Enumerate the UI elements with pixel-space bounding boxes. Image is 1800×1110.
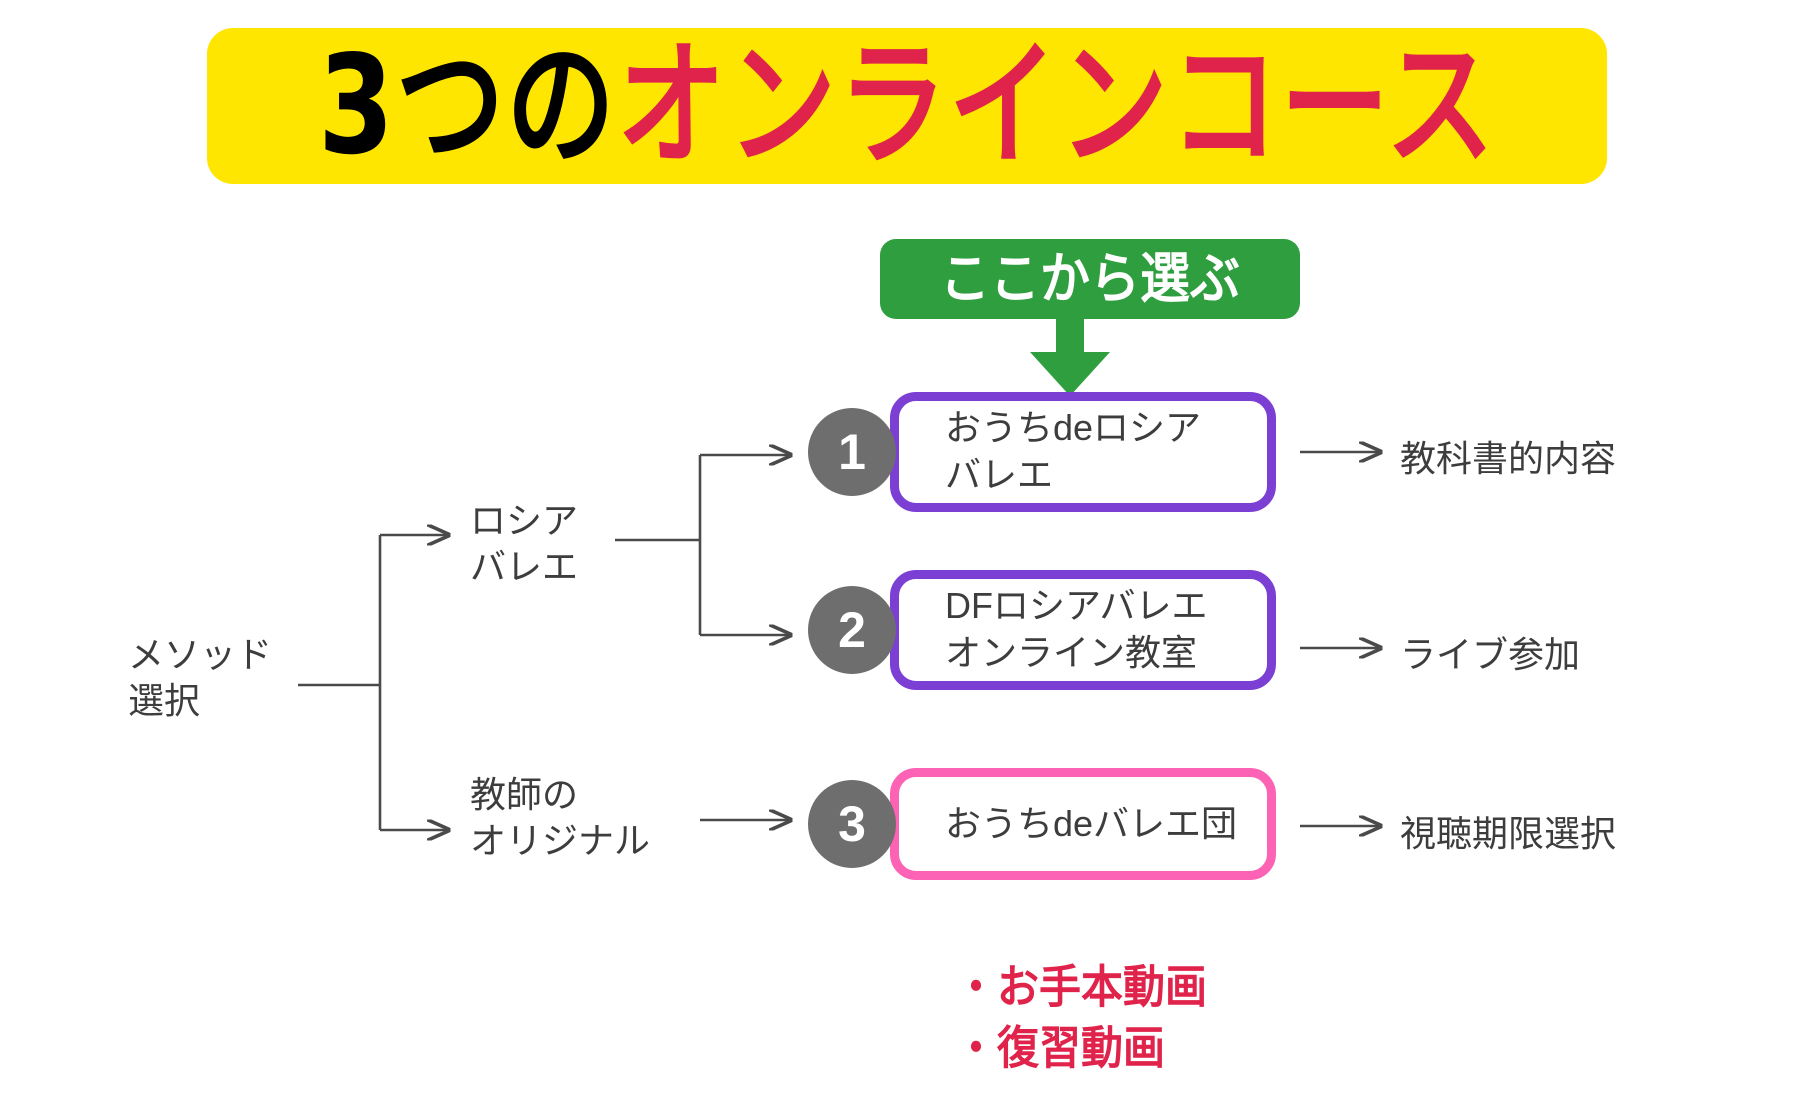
- course-title-1: おうちdeロシア バレエ: [945, 407, 1202, 495]
- tree-branch-label-russian-ballet: ロシア バレエ: [470, 500, 579, 588]
- callout-label: ここから選ぶ: [940, 247, 1240, 311]
- title-red-part: オンラインコース: [616, 26, 1496, 186]
- tree-root-label: メソッド 選択: [128, 634, 273, 722]
- course-note-1: 教科書的内容: [1400, 438, 1617, 479]
- course-box-1[interactable]: おうちdeロシア バレエ: [890, 392, 1276, 512]
- page-title: 3つのオンラインコース: [318, 38, 1496, 175]
- feature-bullet-item-2: ・復習動画: [955, 1021, 1166, 1075]
- course-title-2: DFロシアバレエ オンライン教室: [945, 585, 1208, 673]
- course-number-badge-3: 3: [808, 780, 896, 868]
- title-banner: 3つのオンラインコース: [207, 28, 1607, 184]
- feature-bullet-list: ・お手本動画 ・復習動画: [955, 955, 1207, 1077]
- callout-arrow-head-icon: [1030, 352, 1110, 396]
- feature-bullet-item-1: ・お手本動画: [955, 960, 1208, 1014]
- course-note-3: 視聴期限選択: [1400, 813, 1617, 854]
- title-black-part: 3つの: [318, 26, 617, 186]
- course-number-badge-1: 1: [808, 408, 896, 496]
- course-title-3: おうちdeバレエ団: [945, 802, 1238, 844]
- course-box-3[interactable]: おうちdeバレエ団: [890, 768, 1276, 880]
- course-note-2: ライブ参加: [1400, 634, 1581, 675]
- tree-branch-label-teacher-original: 教師の オリジナル: [470, 774, 651, 862]
- course-box-2[interactable]: DFロシアバレエ オンライン教室: [890, 570, 1276, 690]
- course-number-badge-2: 2: [808, 586, 896, 674]
- callout-banner: ここから選ぶ: [880, 239, 1300, 319]
